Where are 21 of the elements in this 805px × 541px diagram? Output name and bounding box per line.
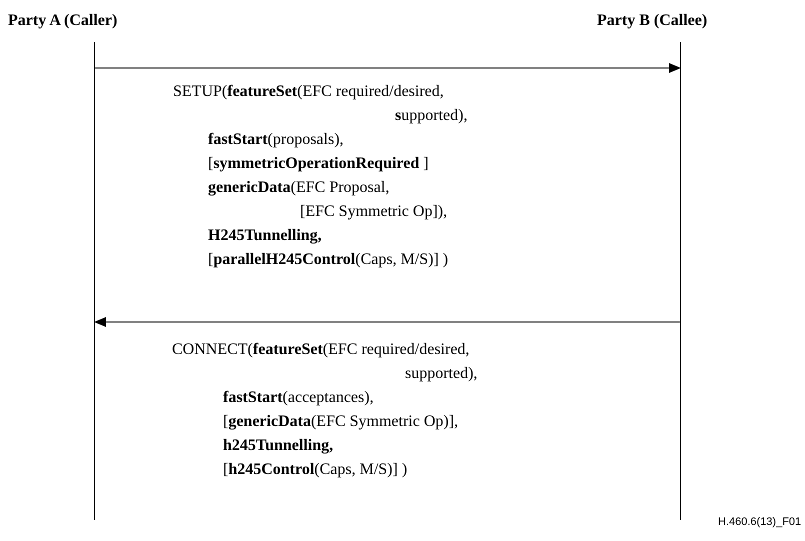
lifeline [94, 42, 95, 520]
participant-label: Party B (Callee) [597, 12, 708, 30]
message-parameter: [genericData(EFC Symmetric Op)], [223, 413, 458, 431]
message-parameter: H245Tunnelling, [208, 227, 322, 245]
message-parameter: fastStart(proposals), [208, 131, 344, 149]
message-parameter: genericData(EFC Proposal, [208, 179, 390, 197]
message-arrow [94, 63, 681, 73]
message-parameter: [parallelH245Control(Caps, M/S)] ) [208, 251, 448, 269]
message-parameter: [symmetricOperationRequired ] [208, 155, 429, 173]
message-parameter: [h245Control(Caps, M/S)] ) [223, 461, 408, 479]
message-parameter: CONNECT(featureSet(EFC required/desired, [172, 341, 470, 359]
message-parameter: SETUP(featureSet(EFC required/desired, [173, 83, 444, 101]
message-parameter: fastStart(acceptances), [223, 389, 374, 407]
message-parameter: h245Tunnelling, [223, 437, 334, 455]
message-arrow [94, 317, 680, 327]
message-parameter: supported), [395, 107, 468, 125]
message-parameter: supported), [405, 365, 478, 383]
message-parameter: [EFC Symmetric Op]), [300, 203, 448, 221]
figure-number: H.460.6(13)_F01 [718, 516, 802, 529]
participant-label: Party A (Caller) [8, 12, 118, 30]
lifeline [680, 42, 681, 520]
